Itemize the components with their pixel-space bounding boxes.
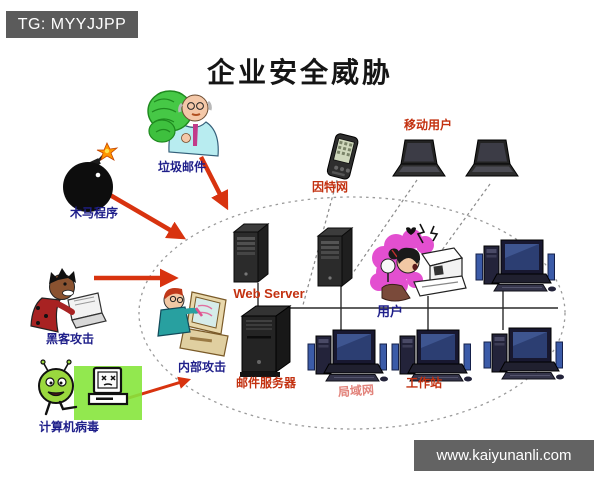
virus-icon	[38, 359, 142, 420]
mail-server-icon	[240, 305, 292, 377]
insider-icon	[157, 288, 229, 357]
label-workstation: 工作站	[405, 376, 442, 390]
remote-access-links	[302, 179, 491, 306]
label-spam: 垃圾邮件	[157, 160, 206, 174]
desktop-computer-icon	[475, 239, 557, 292]
label-user: 用户	[376, 304, 403, 319]
label-hacker: 黑客攻击	[45, 332, 94, 346]
label-mail-server: 邮件服务器	[235, 376, 296, 390]
desktop-computer-icon	[483, 327, 565, 380]
page-title: 企业安全威胁	[206, 56, 393, 89]
watermark-top-badge: TG: MYYJJPP	[6, 11, 138, 38]
watermark-top-text: TG: MYYJJPP	[17, 15, 127, 33]
laptop-icon	[392, 139, 446, 177]
label-internet: 因特网	[311, 180, 348, 194]
label-insider: 内部攻击	[177, 360, 226, 374]
lan-boundary-ellipse	[138, 196, 566, 430]
watermark-bottom-text: www.kaiyunanli.com	[436, 447, 572, 464]
network-lines	[257, 283, 558, 332]
desktop-computer-icon	[391, 329, 473, 382]
watermark-bottom-badge: www.kaiyunanli.com	[414, 440, 594, 471]
label-web-server: Web Server	[233, 286, 305, 301]
desktop-computer-icon	[307, 329, 389, 382]
server-tower-icon	[317, 227, 353, 287]
label-mobile-user: 移动用户	[403, 118, 452, 132]
spam-sender-icon	[147, 90, 219, 157]
hacker-icon	[30, 268, 107, 333]
label-virus: 计算机病毒	[38, 420, 99, 434]
web-server-icon	[233, 223, 269, 283]
label-trojan: 木马程序	[69, 206, 118, 220]
threat-arrow	[198, 155, 229, 211]
laptop-icon	[465, 139, 519, 177]
pda-icon	[326, 133, 359, 180]
threat-arrow	[108, 193, 187, 240]
bomb-icon	[63, 142, 119, 212]
user-at-computer-icon	[370, 223, 467, 302]
